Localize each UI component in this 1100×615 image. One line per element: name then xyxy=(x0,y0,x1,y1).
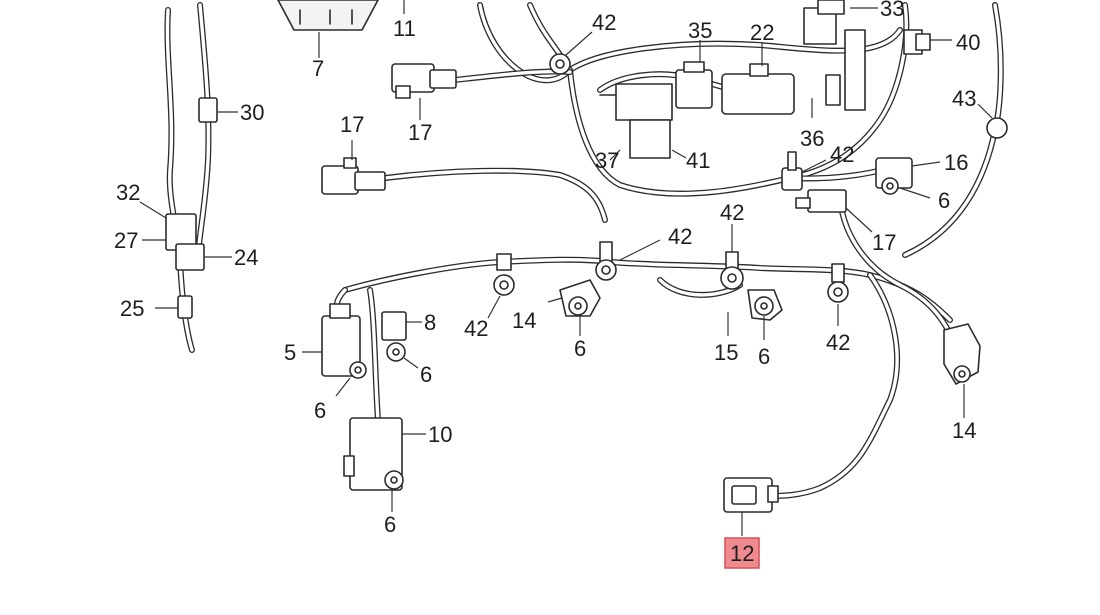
label-12: 12 xyxy=(730,541,754,566)
grommet-43 xyxy=(986,117,1008,139)
grommet-42-a xyxy=(493,253,515,296)
label-27: 27 xyxy=(114,228,138,253)
label-22: 22 xyxy=(750,20,774,45)
grommet-42-b xyxy=(595,241,617,281)
label-42-mid: 42 xyxy=(668,224,692,249)
highlight-box xyxy=(724,537,760,569)
relay-35 xyxy=(675,61,713,109)
part-7-housing xyxy=(277,0,379,31)
label-17-upper: 17 xyxy=(408,120,432,145)
label-24: 24 xyxy=(234,245,258,270)
sensor-14-left xyxy=(559,279,601,317)
label-41: 41 xyxy=(686,148,710,173)
label-14-left: 14 xyxy=(512,308,536,333)
clip-40 xyxy=(903,29,931,55)
label-6-sensor5: 6 xyxy=(314,398,326,423)
sensor-5 xyxy=(321,303,367,379)
label-36: 36 xyxy=(800,126,824,151)
label-35: 35 xyxy=(688,18,712,43)
callout-labels: 7 11 42 35 22 33 40 43 30 17 17 36 37 41… xyxy=(114,0,980,537)
label-17-right: 17 xyxy=(872,230,896,255)
module-10 xyxy=(343,417,404,491)
connector-17-right xyxy=(795,189,847,213)
grommet-42-c xyxy=(720,251,744,290)
label-25: 25 xyxy=(120,296,144,321)
bracket-37-41 xyxy=(599,83,673,159)
connector-16 xyxy=(875,157,913,195)
grommet-42-upper-right xyxy=(781,151,803,191)
label-30: 30 xyxy=(240,100,264,125)
connector-17-left xyxy=(321,157,386,195)
label-6-upper-right: 6 xyxy=(938,188,950,213)
label-42-right: 42 xyxy=(826,330,850,355)
label-40: 40 xyxy=(956,30,980,55)
label-7: 7 xyxy=(312,56,324,81)
label-8: 8 xyxy=(424,310,436,335)
label-42-top: 42 xyxy=(592,10,616,35)
label-11: 11 xyxy=(393,16,416,41)
label-42-left: 42 xyxy=(464,316,488,341)
connector-27 xyxy=(165,213,205,271)
highlight-callout-12[interactable]: 12 xyxy=(724,537,760,569)
label-42-center: 42 xyxy=(720,200,744,225)
label-6-sensor8: 6 xyxy=(420,362,432,387)
bracket-right xyxy=(825,29,866,111)
label-6-sensor15: 6 xyxy=(758,344,770,369)
label-43: 43 xyxy=(952,86,976,111)
module-33 xyxy=(803,0,845,45)
label-14-right: 14 xyxy=(952,418,976,443)
grommet-42-top xyxy=(549,53,571,75)
label-37: 37 xyxy=(595,148,619,173)
sensor-8 xyxy=(381,311,407,362)
label-5: 5 xyxy=(284,340,296,365)
grommet-42-d xyxy=(827,263,849,303)
label-6-sensor14: 6 xyxy=(574,336,586,361)
label-15: 15 xyxy=(714,340,738,365)
label-16: 16 xyxy=(944,150,968,175)
clip-25 xyxy=(177,295,193,319)
label-33: 33 xyxy=(880,0,904,21)
label-10: 10 xyxy=(428,422,452,447)
connector-12 xyxy=(723,477,779,513)
sensor-15 xyxy=(747,289,783,321)
label-17-left: 17 xyxy=(340,112,364,137)
clip-30 xyxy=(198,97,218,123)
label-32: 32 xyxy=(116,180,140,205)
label-42-upper-right: 42 xyxy=(830,142,854,167)
connector-17-upper xyxy=(391,63,457,99)
sensor-14-right xyxy=(943,323,981,385)
relay-22 xyxy=(721,63,795,115)
label-6-module10: 6 xyxy=(384,512,396,537)
